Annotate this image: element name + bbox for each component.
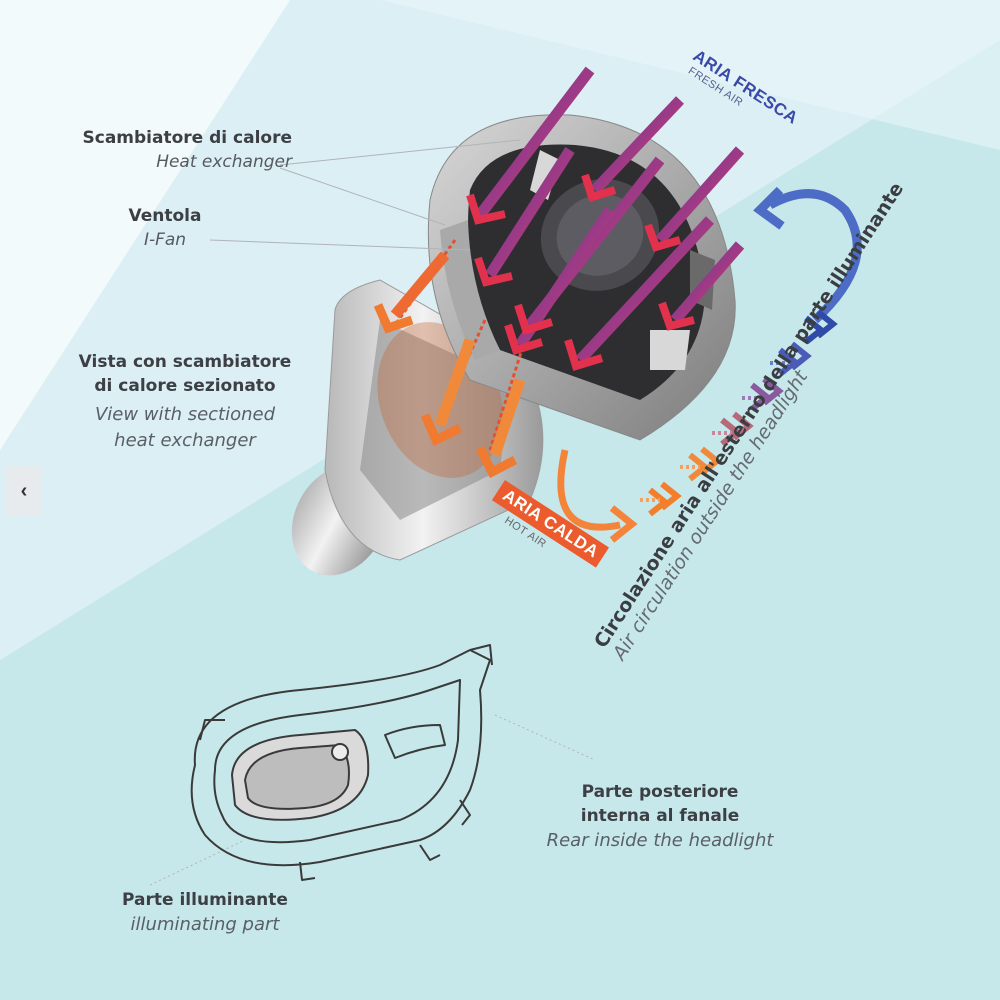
hot-air-arrows (390, 251, 526, 457)
label-fan-it: Ventola (128, 206, 202, 226)
fresh-air-arrow (591, 96, 684, 194)
label-fan: Ventola I-Fan (100, 204, 230, 252)
label-section-view: Vista con scambiatore di calore sezionat… (40, 350, 330, 454)
chevron-left-icon: ‹ (20, 479, 28, 502)
headlight-illustration (190, 644, 493, 881)
fresh-air-arrow (575, 216, 715, 364)
label-illuminating-part-en: illuminating part (130, 914, 280, 935)
fresh-air-arrow (655, 146, 745, 244)
circulation-flow (557, 186, 862, 543)
fresh-air-arrow (515, 206, 615, 349)
label-section-view-en-line1: View with sectioned (94, 404, 276, 425)
label-rear-inside: Parte posteriore interna al fanale Rear … (500, 780, 820, 854)
fresh-air-arrow (475, 66, 595, 219)
label-section-view-it-line2: di calore sezionato (94, 376, 276, 396)
fresh-air-arrowheads (466, 173, 695, 371)
fresh-air-arrow (485, 147, 575, 278)
label-rear-inside-it-line2: interna al fanale (580, 806, 740, 826)
label-illuminating-part: Parte illuminante illuminating part (90, 888, 320, 938)
fresh-air-arrow (670, 241, 745, 324)
label-fan-en: I-Fan (143, 230, 187, 250)
label-illuminating-part-it: Parte illuminante (122, 890, 288, 910)
label-rear-inside-en: Rear inside the headlight (546, 830, 774, 851)
label-heat-exchanger: Scambiatore di calore Heat exchanger (40, 126, 293, 174)
hot-air-arrowheads (373, 303, 518, 479)
background-band-corner (0, 0, 290, 450)
label-heat-exchanger-it: Scambiatore di calore (82, 128, 293, 148)
prev-slide-button[interactable]: ‹ (6, 466, 42, 516)
circulation-chevrons (648, 309, 838, 517)
fresh-air-arrows (475, 66, 745, 364)
leader-lines (149, 139, 596, 886)
label-section-view-en-line2: heat exchanger (114, 430, 256, 451)
label-rear-inside-it-line1: Parte posteriore (581, 782, 739, 802)
label-section-view-it-line1: Vista con scambiatore (78, 352, 292, 372)
label-heat-exchanger-en: Heat exchanger (156, 152, 292, 172)
